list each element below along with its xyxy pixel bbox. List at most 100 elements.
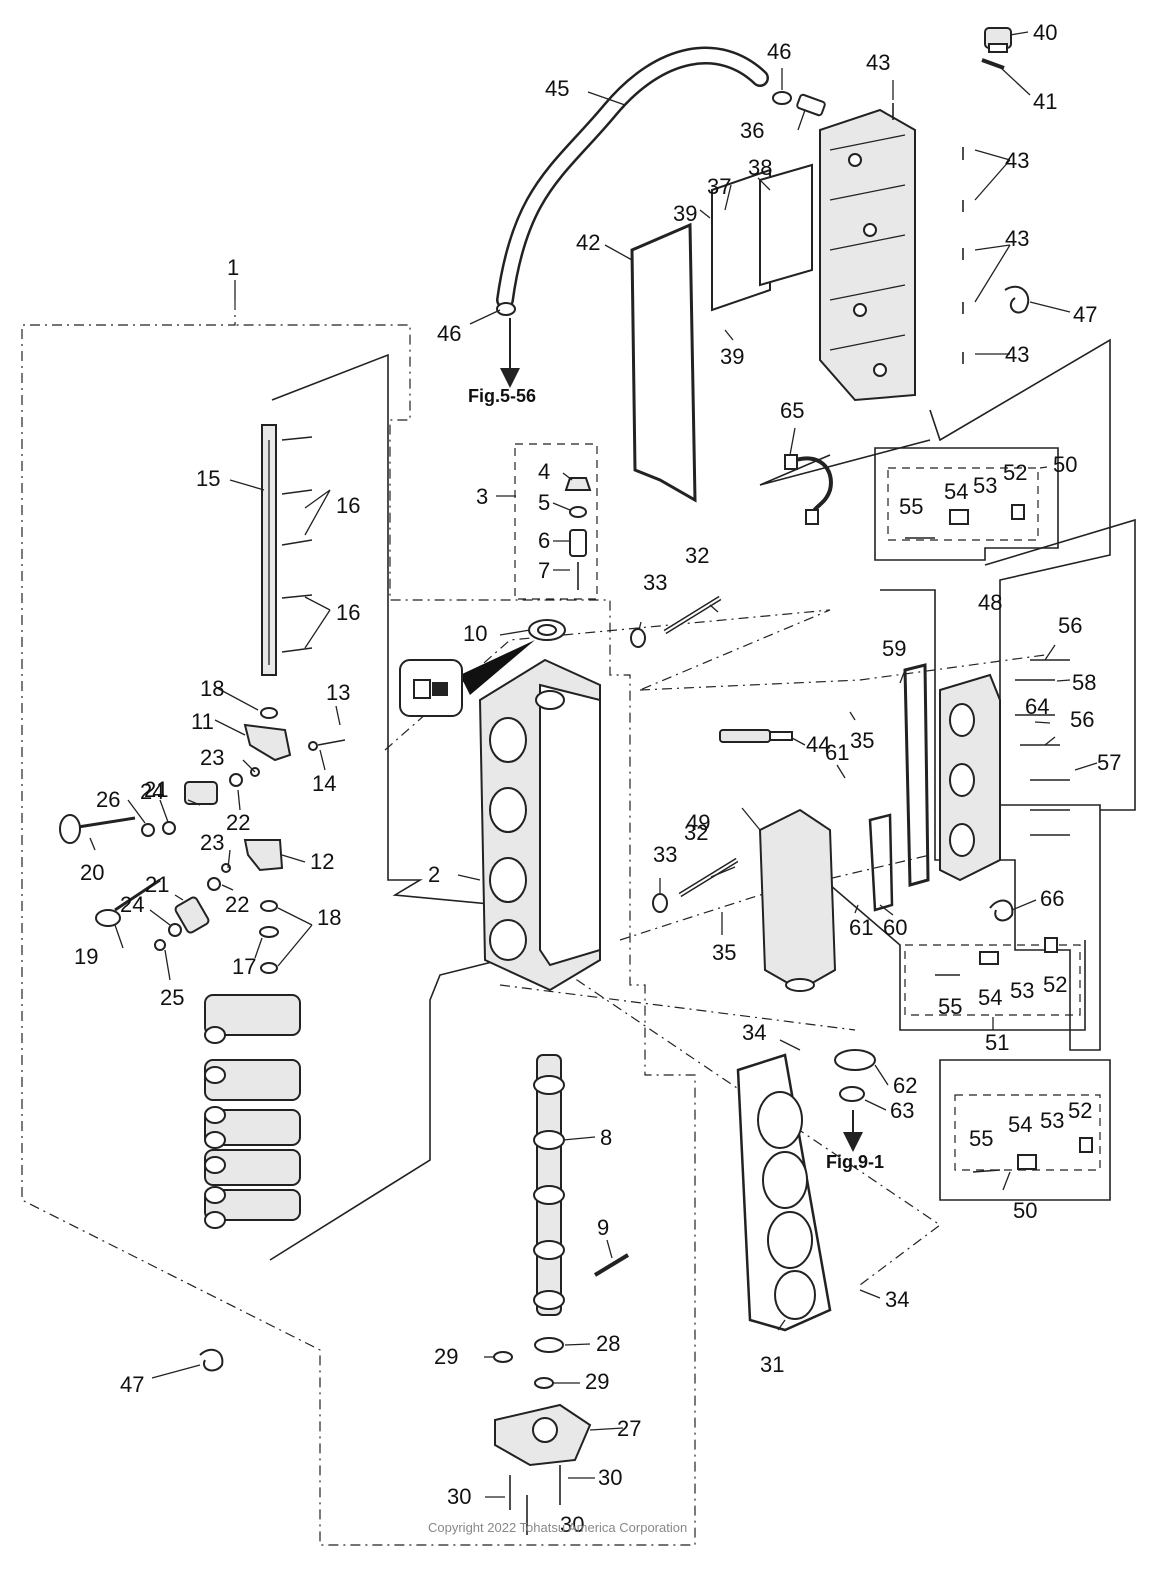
callout-15: 15	[196, 466, 220, 491]
callout-62: 62	[893, 1073, 917, 1098]
callout-5: 5	[538, 490, 550, 515]
valve-19	[95, 878, 161, 927]
callout-28: 28	[596, 1331, 620, 1356]
callout-42: 42	[576, 230, 600, 255]
callout-46b: 46	[437, 321, 461, 346]
copyright-notice: Copyright 2022 Tohatsu America Corporati…	[428, 1520, 687, 1535]
sensor-65	[784, 454, 833, 525]
callout-29b: 29	[585, 1369, 609, 1394]
callout-33b: 33	[653, 842, 677, 867]
oil-pump-27	[494, 1403, 592, 1467]
rocker-arm-12	[243, 839, 284, 872]
fig-ref-5-56: Fig.5-56	[468, 386, 536, 406]
callout-54a: 54	[944, 479, 968, 504]
anode-assembly-parts	[905, 504, 1093, 1173]
callout-labels: 1 2 3 4 5 6 7 8 9 10 11 12 13 14 15 16 1…	[74, 20, 1121, 1537]
callout-50b: 50	[1013, 1198, 1037, 1223]
breather-hose	[496, 46, 769, 309]
callout-14: 14	[312, 771, 336, 796]
leader-lines	[89, 31, 1098, 1498]
callout-32b: 32	[684, 820, 708, 845]
fitting-36	[796, 93, 826, 117]
callout-34a: 34	[742, 1020, 766, 1045]
callout-40: 40	[1033, 20, 1057, 45]
callout-43b: 43	[1005, 148, 1029, 173]
sealant-symbol	[399, 640, 535, 717]
valve-20	[59, 814, 136, 844]
clip-47-top	[1004, 285, 1030, 314]
callout-21a: 21	[144, 777, 168, 802]
callout-12: 12	[310, 849, 334, 874]
callout-50a: 50	[1053, 452, 1077, 477]
callout-30b: 30	[447, 1484, 471, 1509]
callout-31: 31	[760, 1352, 784, 1377]
callout-43d: 43	[1005, 342, 1029, 367]
callout-9: 9	[597, 1215, 609, 1240]
hose-clamp-46-bottom	[496, 302, 516, 316]
callout-61b: 61	[849, 915, 873, 940]
callout-43c: 43	[1005, 226, 1029, 251]
o-ring-62	[834, 1049, 876, 1071]
hose-clamp-46-top	[772, 91, 792, 105]
callout-18a: 18	[200, 676, 224, 701]
callout-53b: 53	[1010, 978, 1034, 1003]
callout-16b: 16	[336, 600, 360, 625]
callout-23a: 23	[200, 745, 224, 770]
callout-49: 49	[686, 810, 710, 835]
bolts-43	[892, 103, 964, 364]
callout-61a: 61	[825, 740, 849, 765]
shims-17-18	[259, 707, 279, 974]
callout-59: 59	[882, 636, 906, 661]
callout-51: 51	[985, 1030, 1009, 1055]
bolts-56-58	[1015, 659, 1070, 836]
fig-ref-9-1: Fig.9-1	[826, 1152, 884, 1172]
callout-22b: 22	[225, 892, 249, 917]
callout-37: 37	[707, 174, 731, 199]
callout-23b: 23	[200, 830, 224, 855]
callout-53c: 53	[1040, 1108, 1064, 1133]
cylinder-head-cover	[819, 108, 916, 402]
callout-35a: 35	[850, 728, 874, 753]
callout-41: 41	[1033, 89, 1057, 114]
callout-36: 36	[740, 118, 764, 143]
callout-13: 13	[326, 680, 350, 705]
callout-47a: 47	[1073, 302, 1097, 327]
callout-24a: 24	[140, 779, 164, 804]
callout-53a: 53	[973, 473, 997, 498]
valve-stack-assembly	[204, 994, 301, 1229]
callout-30a: 30	[598, 1465, 622, 1490]
callout-46a: 46	[767, 39, 791, 64]
callout-54b: 54	[978, 985, 1002, 1010]
callout-26: 26	[96, 787, 120, 812]
callout-27: 27	[617, 1416, 641, 1441]
callout-52a: 52	[1003, 460, 1027, 485]
callout-1: 1	[227, 255, 239, 280]
oil-filler-cap-40	[984, 27, 1012, 53]
callout-35b: 35	[712, 940, 736, 965]
washer-33-upper	[630, 628, 646, 648]
callout-55c: 55	[969, 1126, 993, 1151]
callout-54c: 54	[1008, 1112, 1032, 1137]
head-gasket-31	[736, 1053, 832, 1332]
callout-43a: 43	[866, 50, 890, 75]
head-bolt-32-lower	[678, 857, 739, 898]
callout-20: 20	[80, 860, 104, 885]
callout-11: 11	[191, 709, 214, 734]
bolts-16	[281, 436, 313, 653]
cover-gasket-42	[630, 222, 697, 503]
callout-29a: 29	[434, 1344, 458, 1369]
washer-33-lower	[652, 893, 668, 913]
o-ring-63	[839, 1086, 865, 1102]
callout-58: 58	[1072, 670, 1096, 695]
o-rings-29	[493, 1351, 554, 1389]
water-jacket-49	[758, 808, 837, 992]
retainers-and-seats	[141, 767, 260, 951]
callout-48: 48	[978, 590, 1002, 615]
callout-38: 38	[748, 155, 772, 180]
callout-66: 66	[1040, 886, 1064, 911]
exhaust-manifold-48	[939, 673, 1001, 882]
rocker-arm-11	[243, 723, 292, 762]
group-3-parts	[564, 477, 592, 590]
callout-6: 6	[538, 528, 550, 553]
